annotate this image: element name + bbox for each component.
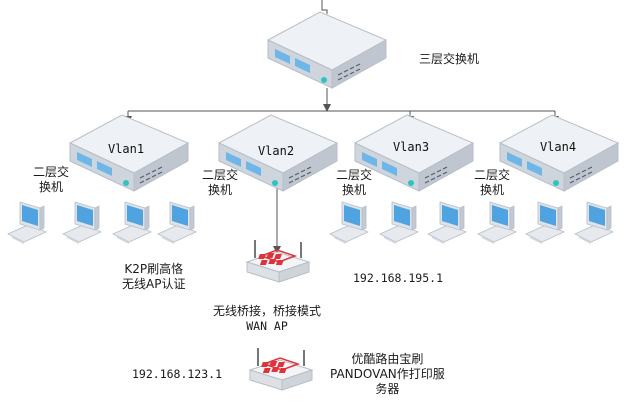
router-k2p-caption: 无线桥接，桥接模式 WAN AP <box>213 304 321 334</box>
pc-icon <box>574 201 614 245</box>
pc-icon <box>62 201 102 245</box>
vlan1-side-label-line2: 换机 <box>39 180 64 194</box>
router-k2p-label: K2P刷高恪 无线AP认证 <box>122 262 185 292</box>
router-k2p-caption-line1: 无线桥接，桥接模式 <box>213 304 322 318</box>
vlan2-side-label: 二层交 换机 <box>202 168 238 198</box>
vlan1-side-label-line1: 二层交 <box>33 165 70 179</box>
vlan3-side-label-line1: 二层交 <box>336 168 373 182</box>
vlan4-switch-icon <box>499 114 619 192</box>
pc-icon <box>379 201 419 245</box>
router-youku-label-line2: PANDOVAN作打印服 <box>330 367 445 381</box>
vlan2-side-label-line1: 二层交 <box>202 168 239 182</box>
pc-icon <box>112 201 152 245</box>
pc-icon <box>157 201 197 245</box>
router-k2p-caption-line2: WAN AP <box>246 319 288 333</box>
uplink-line <box>321 0 328 14</box>
router-youku-icon <box>249 347 313 391</box>
pc-icon <box>7 201 47 245</box>
pc-icon <box>477 201 517 245</box>
router-youku-label-line3: 务器 <box>375 382 400 396</box>
router-k2p-label-line2: 无线AP认证 <box>122 277 186 291</box>
connection-lines <box>124 0 559 254</box>
router-k2p-icon <box>246 239 310 283</box>
pc-icon <box>427 201 467 245</box>
vlan3-ip: 192.168.195.1 <box>353 271 444 285</box>
pc-icon <box>329 201 369 245</box>
vlan4-side-label-line2: 换机 <box>480 183 505 197</box>
vlan1-side-label: 二层交 换机 <box>33 165 69 195</box>
core-switch-icon <box>267 11 387 89</box>
core-switch-label: 三层交换机 <box>419 52 480 66</box>
vlan3-switch-icon <box>354 114 474 192</box>
vlan3-side-label-line2: 换机 <box>342 183 367 197</box>
vlan4-side-label-line1: 二层交 <box>474 168 511 182</box>
pc-icon <box>525 201 565 245</box>
vlan3-side-label: 二层交 换机 <box>336 168 372 198</box>
router-youku-label: 优酷路由宝刷 PANDOVAN作打印服 务器 <box>330 352 445 397</box>
router-youku-label-line1: 优酷路由宝刷 <box>351 352 424 366</box>
vlan2-side-label-line2: 换机 <box>208 183 233 197</box>
vlan4-side-label: 二层交 换机 <box>474 168 510 198</box>
vlan1-switch-icon <box>69 114 189 192</box>
router-k2p-label-line1: K2P刷高恪 <box>124 262 184 276</box>
router-youku-ip: 192.168.123.1 <box>132 367 223 381</box>
